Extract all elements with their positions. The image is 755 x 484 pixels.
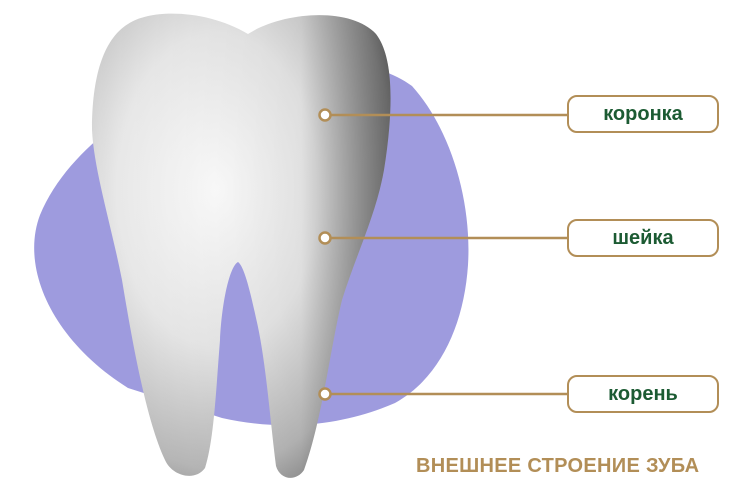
diagram-caption: ВНЕШНЕЕ СТРОЕНИЕ ЗУБА: [416, 455, 755, 478]
crown-marker: [320, 110, 331, 121]
root-label: корень: [567, 375, 719, 413]
neck-marker: [320, 233, 331, 244]
neck-label: шейка: [567, 219, 719, 257]
crown-label: коронка: [567, 95, 719, 133]
root-marker: [320, 389, 331, 400]
